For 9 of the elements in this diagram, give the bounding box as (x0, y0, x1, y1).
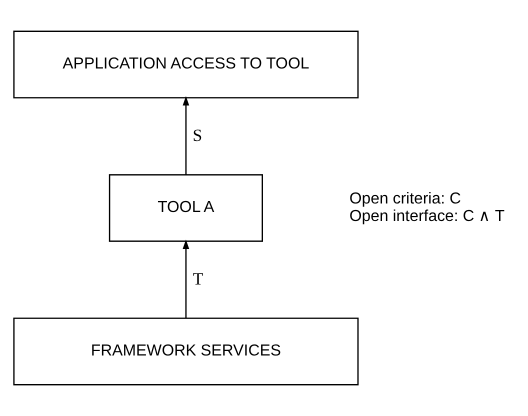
node-box: TOOL A (108, 174, 263, 242)
label: Open interface: C ∧ T (349, 208, 505, 225)
edge-label: S (192, 126, 202, 145)
arrow (182, 96, 190, 175)
arrow (182, 240, 190, 318)
node-box: FRAMEWORK SERVICES (13, 318, 359, 386)
label: Open criteria: C (349, 190, 461, 208)
edge-label: T (192, 269, 204, 288)
node-box: APPLICATION ACCESS TO TOOL (13, 30, 359, 98)
